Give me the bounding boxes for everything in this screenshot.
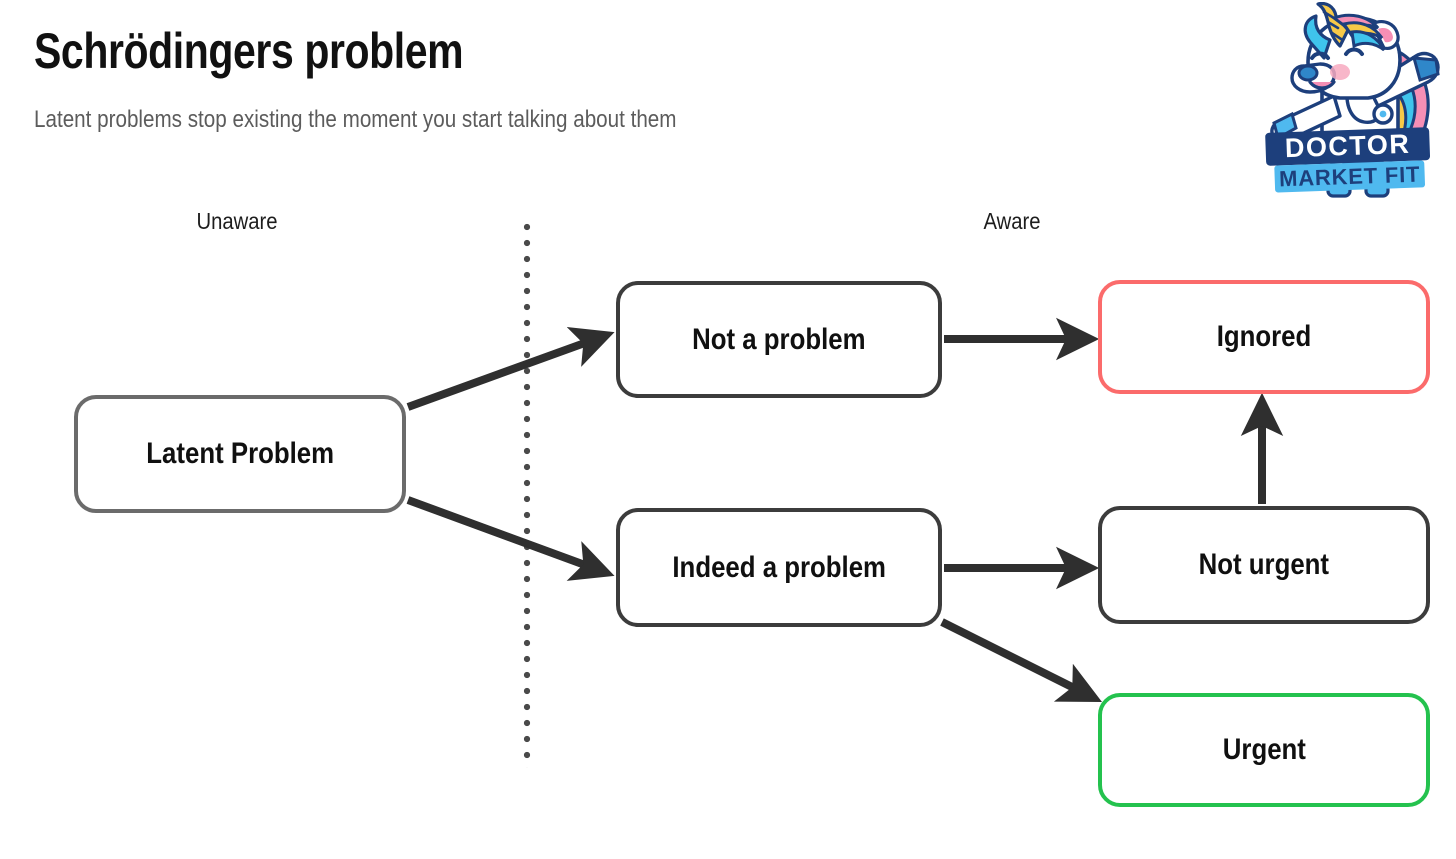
node-not-urgent[interactable]: Not urgent: [1098, 506, 1430, 624]
node-urgent[interactable]: Urgent: [1098, 693, 1430, 807]
edge-indeed-to-urgent: [940, 618, 1103, 703]
node-urgent-label: Urgent: [1222, 733, 1306, 766]
doctor-market-fit-logo: DOCTOR MARKET FIT: [1248, 1, 1448, 202]
node-latent-problem[interactable]: Latent Problem: [74, 395, 406, 513]
node-not-urgent-label: Not urgent: [1198, 548, 1330, 581]
node-not-a-problem[interactable]: Not a problem: [616, 281, 942, 398]
logo-banner-top-text: DOCTOR: [1284, 129, 1410, 163]
node-indeed-a-problem[interactable]: Indeed a problem: [616, 508, 942, 627]
node-not-a-problem-label: Not a problem: [692, 322, 866, 356]
node-indeed-a-problem-label: Indeed a problem: [672, 550, 886, 584]
node-latent-problem-label: Latent Problem: [146, 437, 334, 470]
dabbing-unicorn-doctor-icon: DOCTOR MARKET FIT: [1265, 1, 1440, 198]
node-ignored[interactable]: Ignored: [1098, 280, 1430, 394]
page-title: Schrödingers problem: [34, 23, 464, 79]
edge-latent-to-not-problem: [406, 326, 615, 411]
logo-banner-bottom-text: MARKET FIT: [1279, 161, 1421, 191]
awareness-divider-dotted-line: [523, 223, 531, 768]
column-label-aware: Aware: [983, 208, 1041, 234]
edge-latent-to-indeed: [406, 496, 615, 581]
page-subtitle: Latent problems stop existing the moment…: [34, 106, 677, 133]
node-ignored-label: Ignored: [1216, 320, 1312, 353]
column-label-unaware: Unaware: [196, 208, 278, 234]
